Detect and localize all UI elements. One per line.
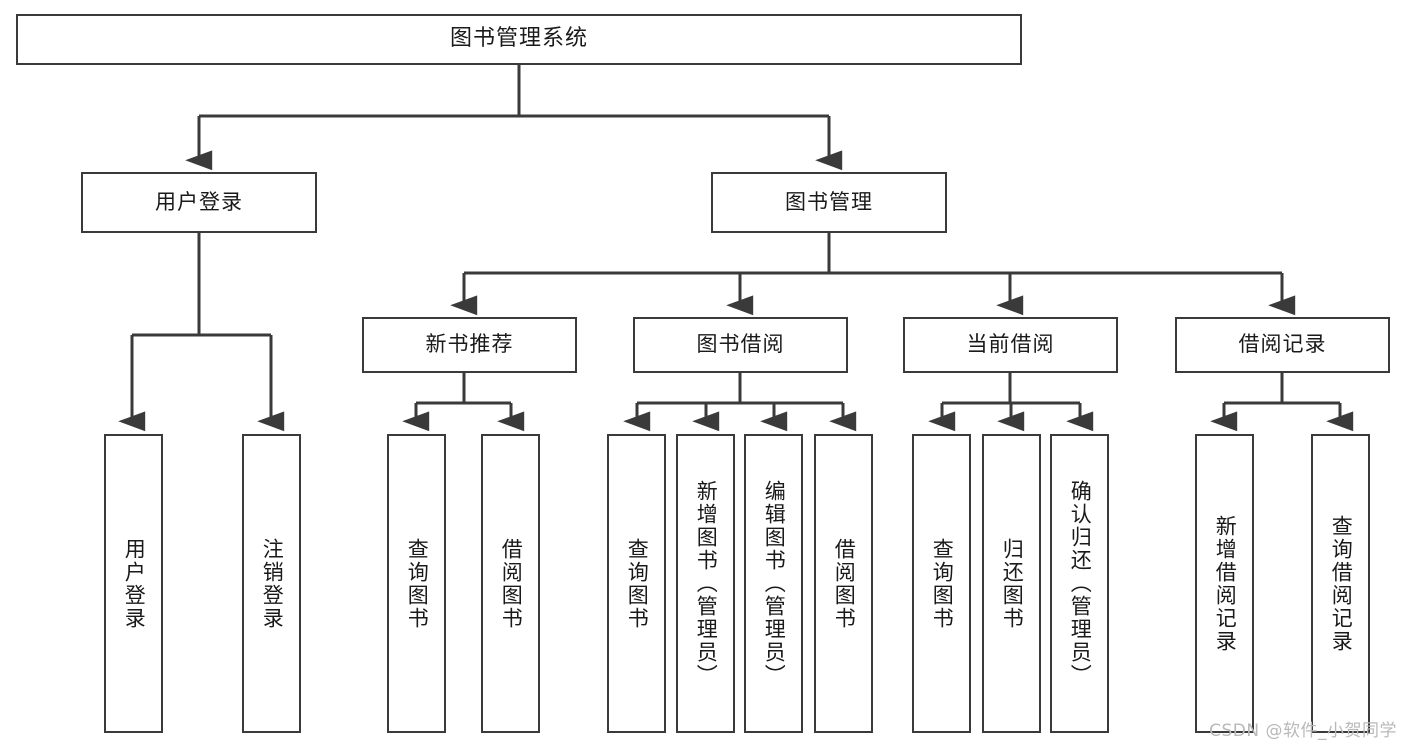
node-root-book-management-system[interactable]: 图书管理系统 [16,14,1022,65]
node-leaf-logout[interactable]: 注销登录 [242,434,301,733]
node-label: 当前借阅 [966,332,1055,357]
node-label: 编辑图书（管理员） [762,480,787,687]
node-current-borrow[interactable]: 当前借阅 [903,317,1118,373]
node-leaf-borrow-book[interactable]: 借阅图书 [814,434,873,733]
node-leaf-query-book-new[interactable]: 查询图书 [387,434,446,733]
node-new-book-recommend[interactable]: 新书推荐 [362,317,577,373]
node-leaf-query-borrow-record[interactable]: 查询借阅记录 [1311,434,1370,733]
node-leaf-query-book-borrow[interactable]: 查询图书 [607,434,666,733]
node-leaf-add-book-admin[interactable]: 新增图书（管理员） [676,434,735,733]
node-label: 借阅记录 [1238,332,1327,357]
node-label: 用户登录 [122,537,147,630]
node-label: 查询图书 [405,537,430,630]
node-label: 查询图书 [930,537,955,630]
node-leaf-confirm-return-admin[interactable]: 确认归还（管理员） [1050,434,1109,733]
node-leaf-user-login[interactable]: 用户登录 [104,434,163,733]
node-label: 确认归还（管理员） [1068,480,1093,687]
node-label: 查询借阅记录 [1329,514,1354,653]
node-book-borrow[interactable]: 图书借阅 [633,317,848,373]
node-leaf-add-borrow-record[interactable]: 新增借阅记录 [1195,434,1254,733]
node-leaf-return-book[interactable]: 归还图书 [982,434,1041,733]
watermark: CSDN @软件_小贺同学 [1209,721,1397,741]
node-label: 用户登录 [155,189,243,214]
node-borrow-record[interactable]: 借阅记录 [1175,317,1390,373]
node-book-management[interactable]: 图书管理 [711,172,947,233]
node-label: 新书推荐 [425,332,514,357]
node-label: 图书借阅 [696,332,785,357]
node-leaf-query-book-current[interactable]: 查询图书 [912,434,971,733]
node-label: 图书管理 [785,189,873,214]
node-label: 借阅图书 [832,537,857,630]
node-label: 借阅图书 [499,537,524,630]
node-label: 新增借阅记录 [1213,514,1238,653]
node-leaf-edit-book-admin[interactable]: 编辑图书（管理员） [744,434,803,733]
node-label: 查询图书 [625,537,650,630]
node-leaf-borrow-book-new[interactable]: 借阅图书 [481,434,540,733]
node-user-login[interactable]: 用户登录 [81,172,317,233]
node-label: 注销登录 [260,537,285,630]
node-label: 新增图书（管理员） [694,480,719,687]
node-label: 归还图书 [1000,537,1025,630]
node-label: 图书管理系统 [449,26,588,52]
